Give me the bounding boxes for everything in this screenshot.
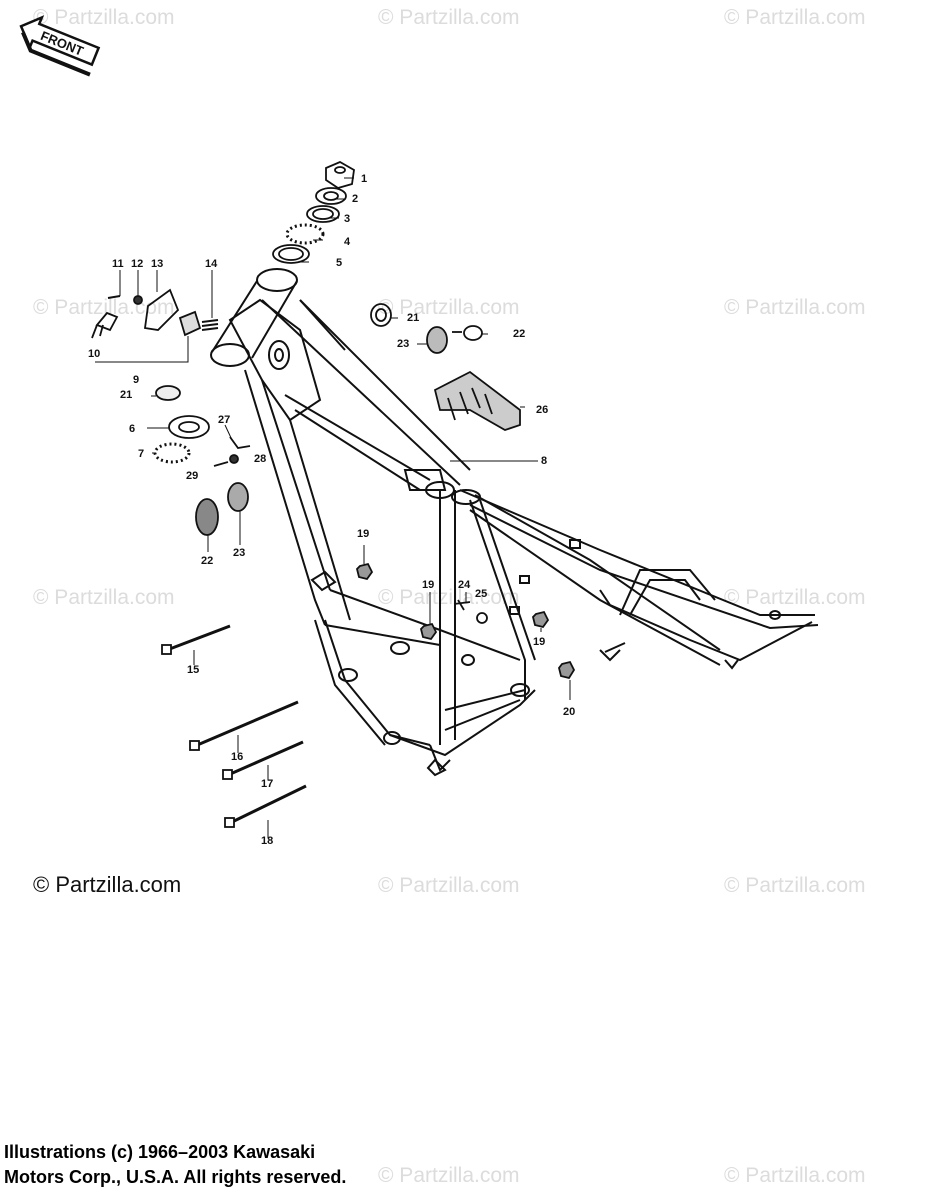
watermark: © Partzilla.com	[724, 874, 866, 897]
watermark: © Partzilla.com	[33, 6, 175, 29]
callouts: 1 2 3 4 5 8 9 10 11 12 13 14 21 22 23 26…	[88, 173, 575, 847]
callout-label: 24	[458, 579, 471, 591]
callout-label: 29	[186, 470, 198, 482]
watermark: © Partzilla.com	[378, 6, 520, 29]
callout-label: 2	[352, 193, 358, 205]
watermark: © Partzilla.com	[33, 586, 175, 609]
callout-label: 5	[336, 257, 342, 269]
credit-line-1: Illustrations (c) 1966–2003 Kawasaki	[4, 1142, 316, 1162]
callout-label: 21	[407, 312, 419, 324]
credit-line-2: Motors Corp., U.S.A. All rights reserved…	[4, 1167, 347, 1187]
leader-lines	[95, 177, 571, 838]
callout-label: 19	[357, 528, 369, 540]
callout-label: 11	[112, 258, 124, 270]
watermark: © Partzilla.com	[724, 6, 866, 29]
callout-label: 22	[201, 555, 213, 567]
watermark: © Partzilla.com	[724, 296, 866, 319]
callout-label: 14	[205, 258, 218, 270]
callout-label: 16	[231, 751, 243, 763]
callout-label: 22	[513, 328, 525, 340]
callout-label: 9	[133, 374, 139, 386]
callout-label: 19	[533, 636, 545, 648]
callout-label: 3	[344, 213, 350, 225]
watermark: © Partzilla.com	[378, 586, 520, 609]
callout-label: 6	[129, 423, 135, 435]
callout-label: 10	[88, 348, 100, 360]
callout-label: 1	[361, 173, 367, 185]
watermark: © Partzilla.com	[724, 586, 866, 609]
callout-label: 15	[187, 664, 199, 676]
callout-label: 21	[120, 389, 132, 401]
callout-label: 23	[233, 547, 245, 559]
callout-label: 23	[397, 338, 409, 350]
callout-label: 4	[344, 236, 351, 248]
watermarks: © Partzilla.com © Partzilla.com © Partzi…	[33, 6, 866, 1187]
callout-label: 27	[218, 414, 230, 426]
callout-label: 13	[151, 258, 163, 270]
watermark: © Partzilla.com	[378, 874, 520, 897]
watermark: © Partzilla.com	[724, 1164, 866, 1187]
callout-label: 26	[536, 404, 548, 416]
callout-label: 25	[475, 588, 487, 600]
callout-label: 17	[261, 778, 273, 790]
callout-label: 19	[422, 579, 434, 591]
callout-label: 8	[541, 455, 547, 467]
watermark: © Partzilla.com	[378, 296, 520, 319]
callout-label: 20	[563, 706, 575, 718]
callout-label: 7	[138, 448, 144, 460]
illustration-credit: Illustrations (c) 1966–2003 Kawasaki Mot…	[4, 1140, 346, 1190]
callout-label: 12	[131, 258, 143, 270]
callout-label: 18	[261, 835, 273, 847]
watermark: © Partzilla.com	[378, 1164, 520, 1187]
parts	[91, 160, 576, 828]
copyright-label: © Partzilla.com	[33, 872, 182, 897]
frame	[210, 268, 819, 777]
callout-label: 28	[254, 453, 266, 465]
